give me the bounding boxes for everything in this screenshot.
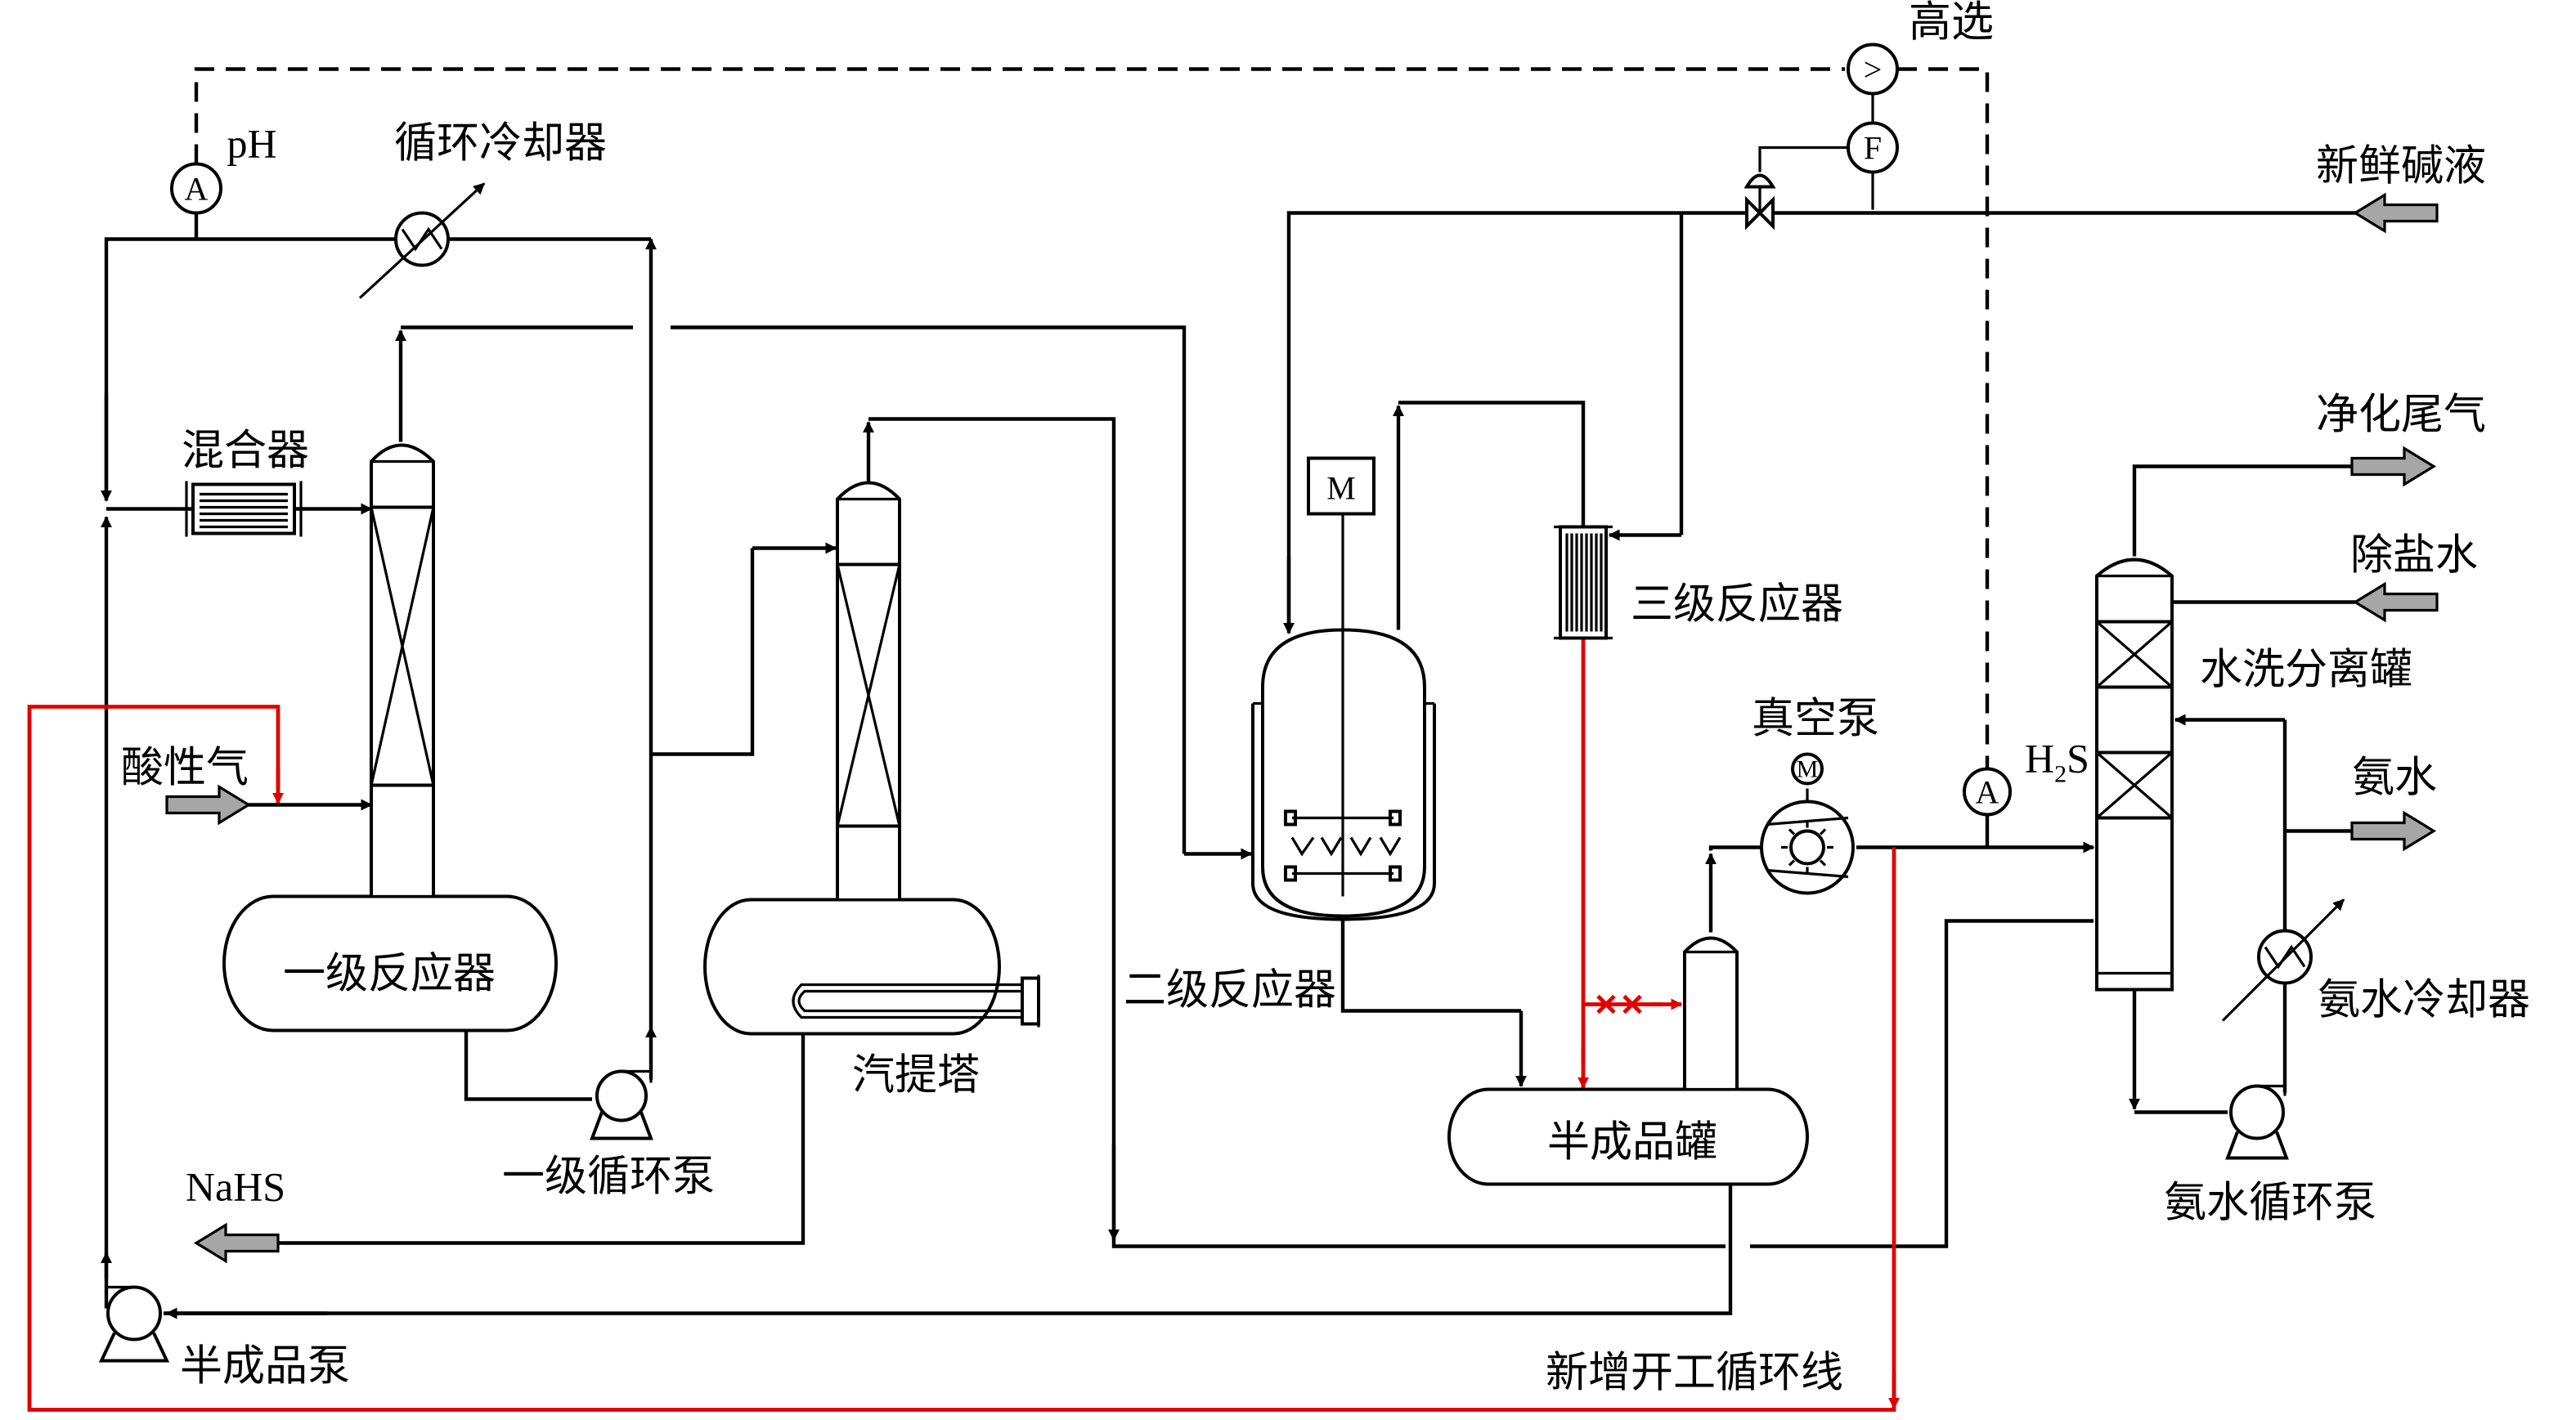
vacuum-motor-symbol: M <box>1797 756 1819 783</box>
static-mixer[interactable]: 混合器 <box>182 427 309 537</box>
purified-tail-gas-label: 净化尾气 <box>2316 391 2486 440</box>
high-select-label: 高选 <box>1909 0 1994 47</box>
ammonia-cooler-label: 氨水冷却器 <box>2318 976 2530 1025</box>
ph-label: pH <box>227 121 276 167</box>
ammonia-water-label: 氨水 <box>2352 754 2437 803</box>
mixer-label: 混合器 <box>182 427 309 476</box>
new-startup-loop-label: 新增开工循环线 <box>1546 1349 1843 1398</box>
first-stage-reactor[interactable]: 一级反应器 <box>222 443 558 1033</box>
nahs-label: NaHS <box>186 1164 285 1210</box>
second-stage-reactor-label: 二级反应器 <box>1124 966 1336 1015</box>
startup-line-cross-marks <box>1596 994 1642 1015</box>
stripper-column[interactable]: 汽提塔 <box>703 481 1040 1100</box>
purified-tail-gas-outlet-arrow: 净化尾气 <box>2316 391 2486 487</box>
agitator-impeller <box>1284 809 1402 882</box>
high-selector-symbol: > <box>1864 52 1883 88</box>
water-wash-separator[interactable]: 水洗分离罐 <box>2095 558 2412 992</box>
fresh-alkali-inlet-arrow: 新鲜碱液 <box>2316 142 2486 234</box>
vacuum-pump-label: 真空泵 <box>1752 695 1879 744</box>
ammonia-water-cooler[interactable]: 氨水冷却器 <box>2221 898 2530 1025</box>
semi-product-tank[interactable]: 半成品罐 <box>1447 936 1809 1186</box>
control-signal-line <box>194 67 1990 769</box>
semi-product-pump-label: 半成品泵 <box>180 1342 350 1391</box>
first-stage-pump-label: 一级循环泵 <box>502 1153 715 1202</box>
process-piping <box>101 211 2363 1319</box>
semi-product-tank-label: 半成品罐 <box>1547 1118 1717 1167</box>
first-stage-circulation-pump[interactable]: 一级循环泵 <box>502 1069 715 1202</box>
steam-heater-coil <box>792 974 1040 1028</box>
first-stage-reactor-label: 一级反应器 <box>283 950 496 999</box>
acid-gas-label: 酸性气 <box>121 744 249 793</box>
vacuum-pump[interactable]: M 真空泵 <box>1752 695 1879 895</box>
circ-cooler-label: 循环冷却器 <box>394 119 607 168</box>
ammonia-pump-label: 氨水循环泵 <box>2164 1179 2376 1228</box>
high-selector[interactable]: > 高选 <box>1847 0 1994 96</box>
h2s-analyzer-symbol: A <box>1976 774 1999 811</box>
third-stage-reactor-label: 三级反应器 <box>1631 580 1843 629</box>
second-stage-reactor[interactable]: M 二级反应器 <box>1124 456 1436 1015</box>
ammonia-circulation-pump[interactable]: 氨水循环泵 <box>2164 1084 2376 1228</box>
desalted-water-label: 除盐水 <box>2350 531 2478 580</box>
acid-gas-inlet-arrow: 酸性气 <box>121 744 252 826</box>
ph-analyzer-symbol: A <box>185 171 209 208</box>
semi-product-pump[interactable]: 半成品泵 <box>98 1285 350 1391</box>
nahs-outlet-arrow: NaHS <box>186 1164 285 1264</box>
ammonia-water-outlet-arrow: 氨水 <box>2350 754 2437 852</box>
water-wash-separator-label: 水洗分离罐 <box>2200 646 2412 695</box>
third-stage-reactor[interactable]: 三级反应器 <box>1554 525 1843 640</box>
h2s-analyzer[interactable]: A H2S <box>1963 736 2089 817</box>
startup-circulation-line <box>27 638 1900 1412</box>
motor-symbol: M <box>1326 470 1356 507</box>
desalted-water-inlet-arrow: 除盐水 <box>2350 531 2478 623</box>
stripper-label: 汽提塔 <box>852 1051 980 1100</box>
h2s-label: H2S <box>2025 736 2089 788</box>
flow-symbol: F <box>1864 130 1882 167</box>
fresh-alkali-label: 新鲜碱液 <box>2316 142 2486 191</box>
ph-analyzer[interactable]: A pH <box>170 121 277 215</box>
control-valve[interactable] <box>1744 173 1776 231</box>
flow-transmitter[interactable]: F <box>1847 121 1899 174</box>
circulation-cooler[interactable]: 循环冷却器 <box>358 119 607 299</box>
